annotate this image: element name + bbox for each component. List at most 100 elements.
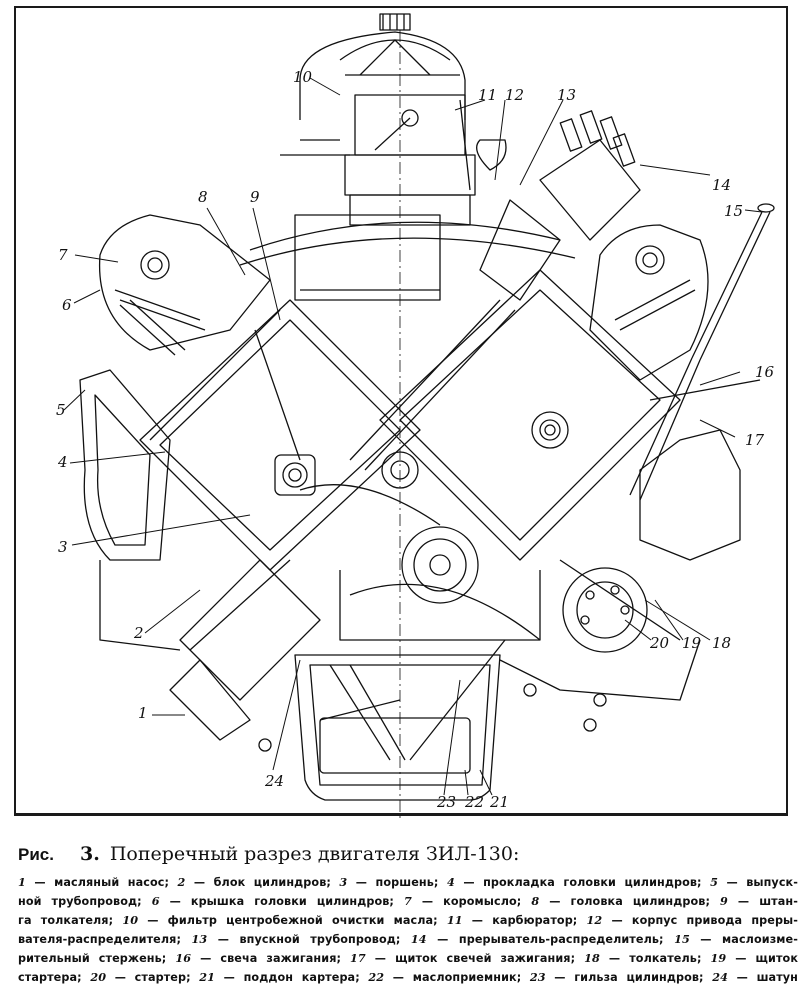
left-exhaust-manifold-drawing [80,370,170,560]
legend-number: 3 [339,875,348,889]
legend-description: ной трубопровод; [18,895,152,908]
callout-21: 21 [490,793,510,811]
callout-9: 9 [250,188,260,206]
legend-number: 18 [584,951,600,965]
callout-22: 22 [465,793,485,811]
legend-number: 22 [368,970,385,984]
callout-20: 20 [650,634,670,652]
legend-description: — впускной трубопровод; [207,933,411,946]
callout-2: 2 [134,624,144,642]
legend-description: — поршень; [347,876,447,889]
intake-manifold-drawing [240,215,575,300]
legend-number: 4 [446,875,455,889]
legend-number: 2 [177,875,186,889]
legend-description: — масляный насос; [25,876,178,889]
callout-6: 6 [62,296,72,314]
legend-number: 15 [674,932,690,946]
legend-number: 20 [90,970,107,984]
legend-description: — корпус привода преры- [602,914,799,927]
legend-number: 10 [122,913,139,927]
legend-number: 11 [446,913,463,927]
legend-number: 23 [529,970,546,984]
legend-description: — толкатель; [599,952,711,965]
left-valve-cover-drawing [100,215,270,355]
legend-description: га толкателя; [18,914,123,927]
legend-number: 7 [404,894,412,908]
legend-line: 1 — масляный насос; 2 — блок цилиндров; … [18,873,798,892]
callout-8: 8 [198,188,208,206]
callout-12: 12 [505,86,525,104]
oil-pan-drawing [295,640,505,800]
callout-23: 23 [437,793,457,811]
callout-1: 1 [138,704,148,722]
legend-text: 1 — масляный насос; 2 — блок цилиндров; … [18,873,798,987]
callout-7: 7 [58,246,68,264]
legend-number: 1 [18,875,26,889]
legend-description: — коромысло; [411,895,532,908]
legend-description: — поддон картера; [215,971,369,984]
distributor-drawing [477,111,640,300]
legend-number: 6 [151,894,160,908]
callout-13: 13 [557,86,577,104]
figure-label: Рис. [18,845,54,864]
legend-number: 13 [191,932,208,946]
legend-description: — шатун [728,971,799,984]
callout-24: 24 [265,772,285,790]
figure-caption: Рис.3.Поперечный разрез двигателя ЗИЛ-13… [18,842,798,987]
starter-drawing [560,560,680,652]
callout-3: 3 [58,538,68,556]
legend-description: — маслоизме- [689,933,798,946]
legend-line: ной трубопровод; 6 — крышка головки цили… [18,892,798,911]
legend-description: рительный стержень; [18,952,176,965]
callout-11: 11 [478,86,498,104]
legend-description: — штан- [727,895,798,908]
legend-description: — крышка головки цилиндров; [159,895,404,908]
legend-number: 14 [410,932,427,946]
engine-cross-section-drawing [0,0,804,830]
callout-18: 18 [712,634,732,652]
left-bank-cylinder-drawing [140,300,420,570]
callout-leader-lines [64,78,762,795]
legend-description: — щиток свечей зажигания; [365,952,585,965]
figure-number: 3. [79,843,100,865]
callout-16: 16 [755,363,775,381]
right-valve-cover-drawing [590,225,708,380]
legend-number: 16 [175,951,192,965]
legend-description: — блок цилиндров; [185,876,340,889]
legend-description: — прокладка головки цилиндров; [454,876,711,889]
carburetor-drawing [280,95,475,225]
dipstick-drawing [630,204,774,500]
callout-4: 4 [58,453,68,471]
legend-description: — щиток [726,952,799,965]
legend-number: 12 [586,913,603,927]
callout-17: 17 [745,431,765,449]
legend-description: — маслоприемник; [384,971,530,984]
callout-19: 19 [682,634,702,652]
caption-title: Рис.3.Поперечный разрез двигателя ЗИЛ-13… [18,842,798,867]
callout-10: 10 [293,68,313,86]
legend-description: — стартер; [106,971,200,984]
legend-number: 24 [712,970,729,984]
callout-5: 5 [56,401,66,419]
legend-description: стартера; [18,971,91,984]
right-bank-cylinder-drawing [350,270,680,560]
legend-number: 19 [710,951,727,965]
callout-14: 14 [712,176,732,194]
legend-description: — свеча зажигания; [191,952,351,965]
legend-number: 5 [710,875,718,889]
legend-number: 8 [531,894,540,908]
callout-15: 15 [724,202,744,220]
legend-description: вателя-распределителя; [18,933,192,946]
legend-line: стартера; 20 — стартер; 21 — поддон карт… [18,968,798,987]
legend-description: — выпуск- [717,876,798,889]
legend-description: — карбюратор; [462,914,587,927]
lower-block-drawing [100,30,700,820]
crankshaft-drawing [300,485,540,640]
oil-filter-drawing [300,14,465,120]
legend-line: га толкателя; 10 — фильтр центробежной о… [18,911,798,930]
legend-number: 17 [350,951,366,965]
legend-line: рительный стержень; 16 — свеча зажигания… [18,949,798,968]
legend-description: — гильза цилиндров; [545,971,713,984]
legend-number: 21 [199,970,216,984]
legend-line: вателя-распределителя; 13 — впускной тру… [18,930,798,949]
